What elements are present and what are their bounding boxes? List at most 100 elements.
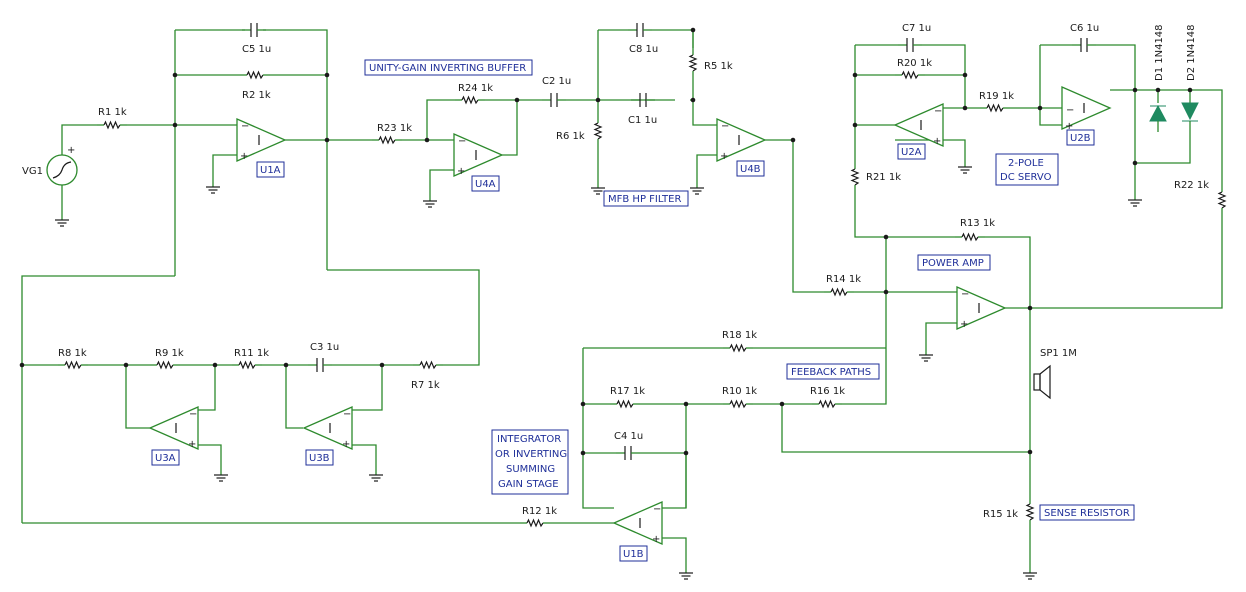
annotation-dc-servo: 2-POLE DC SERVO xyxy=(995,153,1059,186)
svg-text:+: + xyxy=(240,151,248,162)
resistor-r5[interactable] xyxy=(689,47,697,79)
annotation-power-amp: POWER AMP xyxy=(917,254,991,271)
annotation-feedback-paths: FEEBACK PATHS xyxy=(786,363,880,380)
speaker-sp1[interactable] xyxy=(1029,364,1051,400)
diode-d2[interactable] xyxy=(1181,102,1199,127)
resistor-r17[interactable] xyxy=(609,400,641,408)
svg-text:+: + xyxy=(342,439,350,450)
svg-text:SUMMING: SUMMING xyxy=(506,464,555,475)
label-r15: R15 1k xyxy=(983,509,1018,520)
label-r19: R19 1k xyxy=(979,91,1014,102)
opamp-u1b[interactable]: − + xyxy=(613,501,663,545)
resistor-r11[interactable] xyxy=(231,361,263,369)
svg-text:U3B: U3B xyxy=(309,453,330,464)
label-r10: R10 1k xyxy=(722,386,757,397)
label-d1: D1 1N4148 xyxy=(1154,24,1165,81)
svg-text:U2A: U2A xyxy=(901,147,922,158)
opamp-u1a[interactable]: − + xyxy=(236,118,286,162)
resistor-r24[interactable] xyxy=(454,96,486,104)
label-r7: R7 1k xyxy=(411,380,440,391)
resistor-r18[interactable] xyxy=(722,344,754,352)
junction-dots xyxy=(19,27,1193,456)
label-r6: R6 1k xyxy=(556,131,585,142)
label-c8: C8 1u xyxy=(629,44,658,55)
resistor-r15[interactable] xyxy=(1026,496,1034,528)
resistor-r6[interactable] xyxy=(594,115,602,147)
svg-text:−: − xyxy=(458,136,466,147)
capacitor-c6[interactable] xyxy=(1071,37,1097,53)
label-r23: R23 1k xyxy=(377,123,412,134)
label-sp1: SP1 1M xyxy=(1040,348,1077,359)
label-c3: C3 1u xyxy=(310,342,339,353)
resistor-r23[interactable] xyxy=(371,136,403,144)
resistor-r1[interactable] xyxy=(96,121,128,129)
capacitor-c5[interactable] xyxy=(241,22,267,38)
opamp-power-amp[interactable]: − + xyxy=(956,286,1006,330)
capacitor-c7[interactable] xyxy=(897,37,923,53)
annotation-integrator: INTEGRATOR OR INVERTING SUMMING GAIN STA… xyxy=(491,429,569,495)
label-r8: R8 1k xyxy=(58,348,87,359)
svg-text:+: + xyxy=(960,319,968,330)
opamp-u4b[interactable]: − + xyxy=(716,118,766,162)
resistor-r7[interactable] xyxy=(412,361,444,369)
svg-text:+: + xyxy=(188,439,196,450)
resistor-r20[interactable] xyxy=(894,71,926,79)
resistor-r10[interactable] xyxy=(722,400,754,408)
capacitor-c4[interactable] xyxy=(615,445,641,461)
label-c5: C5 1u xyxy=(242,44,271,55)
resistor-r22[interactable] xyxy=(1218,184,1226,216)
annotation-sense-resistor: SENSE RESISTOR xyxy=(1039,504,1135,521)
label-r2: R2 1k xyxy=(242,90,271,101)
svg-text:MFB HP FILTER: MFB HP FILTER xyxy=(608,194,681,205)
svg-text:+: + xyxy=(1065,121,1073,132)
component-labels: VG1 R1 1k C5 1u R2 1k R23 1k R24 1k C2 1… xyxy=(22,23,1209,520)
label-c2: C2 1u xyxy=(542,76,571,87)
resistor-r14[interactable] xyxy=(823,288,855,296)
resistor-r16[interactable] xyxy=(811,400,843,408)
resistor-r21[interactable] xyxy=(851,161,859,193)
svg-text:OR INVERTING: OR INVERTING xyxy=(495,449,567,460)
label-c1: C1 1u xyxy=(628,115,657,126)
svg-text:−: − xyxy=(1066,105,1074,116)
label-r16: R16 1k xyxy=(810,386,845,397)
svg-text:−: − xyxy=(241,121,249,132)
opamp-u4a[interactable]: − + xyxy=(453,133,503,177)
svg-text:+: + xyxy=(67,145,75,156)
resistor-r13[interactable] xyxy=(954,233,986,241)
label-r1: R1 1k xyxy=(98,107,127,118)
svg-text:U3A: U3A xyxy=(155,453,176,464)
label-r14: R14 1k xyxy=(826,274,861,285)
resistor-r8[interactable] xyxy=(57,361,89,369)
resistor-r12[interactable] xyxy=(519,519,551,527)
label-r12: R12 1k xyxy=(522,506,557,517)
opamp-designators: U1A U4A U4B U2A U2B U3A U3B U1B xyxy=(151,129,1095,562)
svg-text:GAIN STAGE: GAIN STAGE xyxy=(498,479,559,490)
label-r22: R22 1k xyxy=(1174,180,1209,191)
opamp-u3b[interactable]: − + xyxy=(303,406,353,450)
label-c6: C6 1u xyxy=(1070,23,1099,34)
label-r11: R11 1k xyxy=(234,348,269,359)
signal-generator-vg1[interactable]: + xyxy=(46,145,78,186)
svg-text:−: − xyxy=(653,504,661,515)
diode-d1[interactable] xyxy=(1149,100,1167,123)
svg-text:U2B: U2B xyxy=(1070,133,1091,144)
label-c7: C7 1u xyxy=(902,23,931,34)
label-r24: R24 1k xyxy=(458,83,493,94)
resistor-r19[interactable] xyxy=(979,104,1011,112)
opamp-u2b[interactable]: − + xyxy=(1061,86,1111,132)
label-r20: R20 1k xyxy=(897,58,932,69)
annotation-unity-gain: UNITY-GAIN INVERTING BUFFER xyxy=(364,59,533,76)
label-vg1: VG1 xyxy=(22,166,43,177)
resistor-r2[interactable] xyxy=(239,71,271,79)
capacitor-c8[interactable] xyxy=(627,22,653,38)
label-r13: R13 1k xyxy=(960,218,995,229)
svg-text:−: − xyxy=(934,106,942,117)
capacitor-c3[interactable] xyxy=(307,357,333,373)
resistor-r9[interactable] xyxy=(149,361,181,369)
svg-text:+: + xyxy=(652,534,660,545)
opamp-u2a[interactable]: − + xyxy=(894,103,944,147)
opamp-u3a[interactable]: − + xyxy=(149,406,199,450)
label-d2: D2 1N4148 xyxy=(1186,24,1197,81)
capacitor-c2[interactable] xyxy=(541,92,567,108)
